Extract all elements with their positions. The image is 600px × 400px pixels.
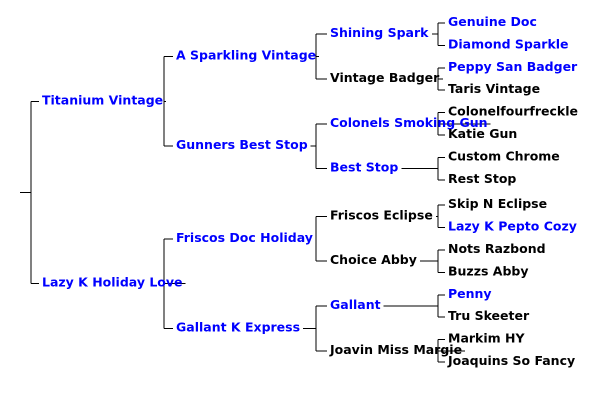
horse-name: Joaquins So Fancy [447, 353, 575, 368]
horse-name: Choice Abby [330, 252, 417, 267]
horse-name: Rest Stop [448, 171, 516, 186]
horse-name: Buzzs Abby [448, 263, 529, 278]
horse-name: Markim HY [448, 331, 525, 346]
horse-name-link[interactable]: Lazy K Pepto Cozy [448, 219, 577, 234]
horse-name-link[interactable]: Peppy San Badger [448, 59, 578, 74]
horse-name-link[interactable]: Diamond Sparkle [448, 36, 569, 51]
horse-name-link[interactable]: Genuine Doc [448, 14, 537, 29]
horse-name: Nots Razbond [448, 241, 546, 256]
horse-name: Skip N Eclipse [448, 196, 547, 211]
name-labels: Titanium Vintage A Sparkling Vintage Shini… [42, 14, 578, 368]
horse-name-link[interactable]: Penny [448, 286, 492, 301]
horse-name-link[interactable]: A Sparkling Vintage [176, 48, 316, 63]
horse-name: Vintage Badger [330, 70, 440, 85]
horse-name-link[interactable]: Best Stop [330, 160, 398, 175]
horse-name: Katie Gun [448, 126, 517, 141]
horse-name-link[interactable]: Friscos Doc Holiday [176, 230, 313, 245]
horse-name-link[interactable]: Gallant [330, 297, 381, 312]
horse-name: Friscos Eclipse [330, 207, 433, 222]
horse-name: Colonelfourfreckle [448, 104, 578, 119]
horse-name-link[interactable]: Gallant K Express [176, 319, 300, 334]
horse-name-link[interactable]: Gunners Best Stop [176, 137, 308, 152]
horse-name-link[interactable]: Shining Spark [330, 25, 429, 40]
horse-name: Custom Chrome [448, 148, 560, 163]
horse-name-link[interactable]: Lazy K Holiday Love [42, 275, 183, 290]
horse-name: Taris Vintage [448, 81, 540, 96]
connector-lines [20, 22, 491, 363]
horse-name-link[interactable]: Colonels Smoking Gun [330, 115, 488, 130]
horse-name: Tru Skeeter [448, 308, 530, 323]
horse-name: Joavin Miss Margie [329, 342, 462, 357]
horse-name-link[interactable]: Titanium Vintage [42, 92, 163, 107]
